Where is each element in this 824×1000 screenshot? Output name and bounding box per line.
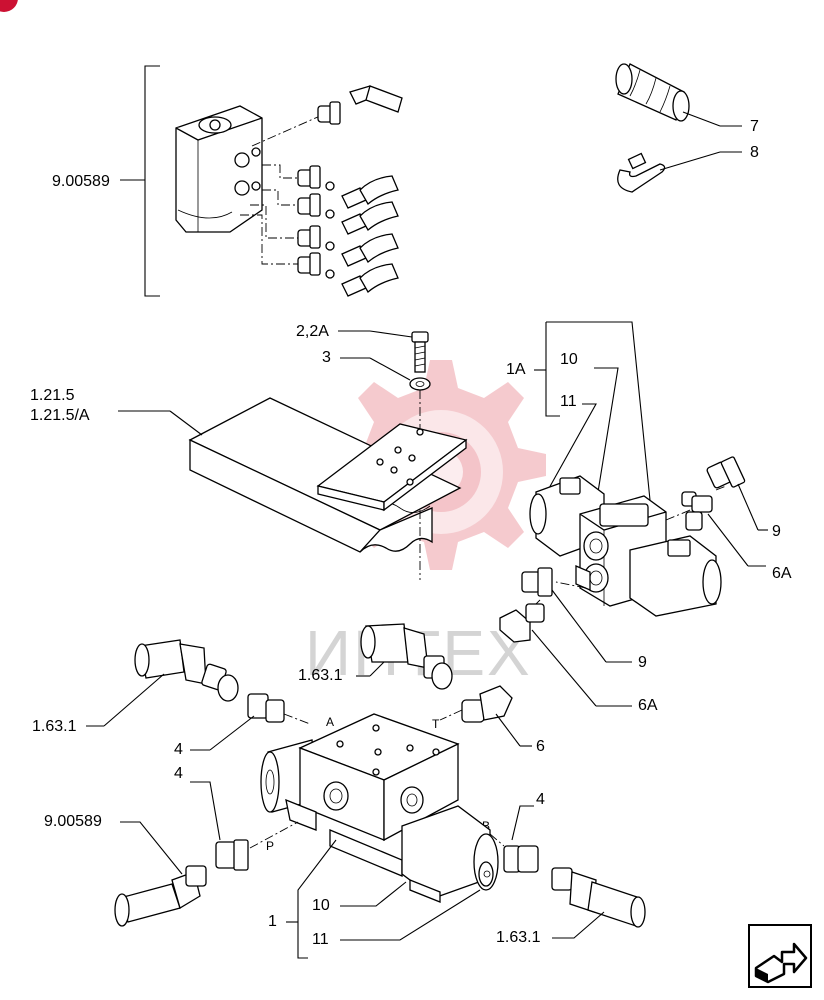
solenoid-valve-1a-group: 1A 10 11 [506, 321, 727, 617]
support-plate-group: 2,2A 3 1.21.5 1.21.5/A [30, 323, 468, 580]
label-item-1: 1 [268, 913, 277, 930]
corner-badge [0, 0, 18, 12]
label-item-9-lower: 9 [638, 654, 647, 671]
elbow-fitting-item-6: 6 [439, 685, 545, 755]
next-page-button[interactable] [748, 924, 812, 988]
label-item-4-upper: 4 [174, 741, 183, 758]
pipe-upper-left: 1.63.1 [32, 639, 239, 735]
pipe-lower-right: 1.63.1 [496, 867, 646, 946]
label-steering-unit-ref: 9.00589 [52, 173, 110, 190]
label-support-ref-a: 1.21.5 [30, 387, 75, 404]
washer [409, 377, 431, 391]
fitting-item-4-lower: 4 [174, 765, 299, 871]
label-item-8: 8 [750, 144, 759, 161]
label-item-10-bottom: 10 [312, 897, 330, 914]
elbow-fitting-item-6a-lower: 6A [499, 603, 658, 714]
label-item-11-bottom: 11 [312, 931, 329, 948]
label-item-6a-lower: 6A [638, 697, 658, 714]
label-group-1a: 1A [506, 361, 526, 378]
label-bolt: 2,2A [296, 323, 329, 340]
pipe-lower-left: 9.00589 [44, 813, 207, 927]
label-item-4-lower: 4 [174, 765, 183, 782]
label-item-4-right: 4 [536, 791, 545, 808]
label-support-ref-b: 1.21.5/A [30, 407, 90, 424]
label-pipe-right-ref: 1.63.1 [496, 929, 541, 946]
label-item-10-top: 10 [560, 351, 578, 368]
fitting-item-9-lower: 9 [521, 567, 647, 671]
elbow-fitting-item-6a-right: 6A [681, 491, 792, 582]
label-item-11-top: 11 [560, 393, 577, 410]
fitting-item-4-right: 4 [489, 791, 545, 873]
next-page-arrow-icon [748, 924, 812, 988]
bolt [411, 331, 429, 373]
port-label-t: T [432, 717, 440, 731]
label-pipe-left-ref: 1.63.1 [32, 718, 77, 735]
port-label-b: B [482, 819, 490, 833]
label-item-9-right: 9 [772, 523, 781, 540]
port-label-p: P [266, 839, 274, 853]
steering-unit-group: 9.00589 [52, 65, 403, 297]
label-steering-unit-ref-lower: 9.00589 [44, 813, 102, 830]
label-washer: 3 [322, 349, 331, 366]
label-item-6: 6 [536, 738, 545, 755]
fitting-item-4-upper: 4 [174, 693, 311, 758]
hose-clamp-item-8: 8 [617, 144, 759, 193]
label-item-6a-right: 6A [772, 565, 792, 582]
main-solenoid-valve-item-1 [260, 713, 499, 903]
label-pipe-mid-ref: 1.63.1 [298, 667, 343, 684]
protective-sleeve-item-7: 7 [615, 63, 759, 135]
port-label-a: A [326, 715, 334, 729]
pipe-upper-middle: 1.63.1 [298, 623, 453, 690]
label-item-7: 7 [750, 118, 759, 135]
fitting-item-9-right: 9 [706, 456, 781, 540]
